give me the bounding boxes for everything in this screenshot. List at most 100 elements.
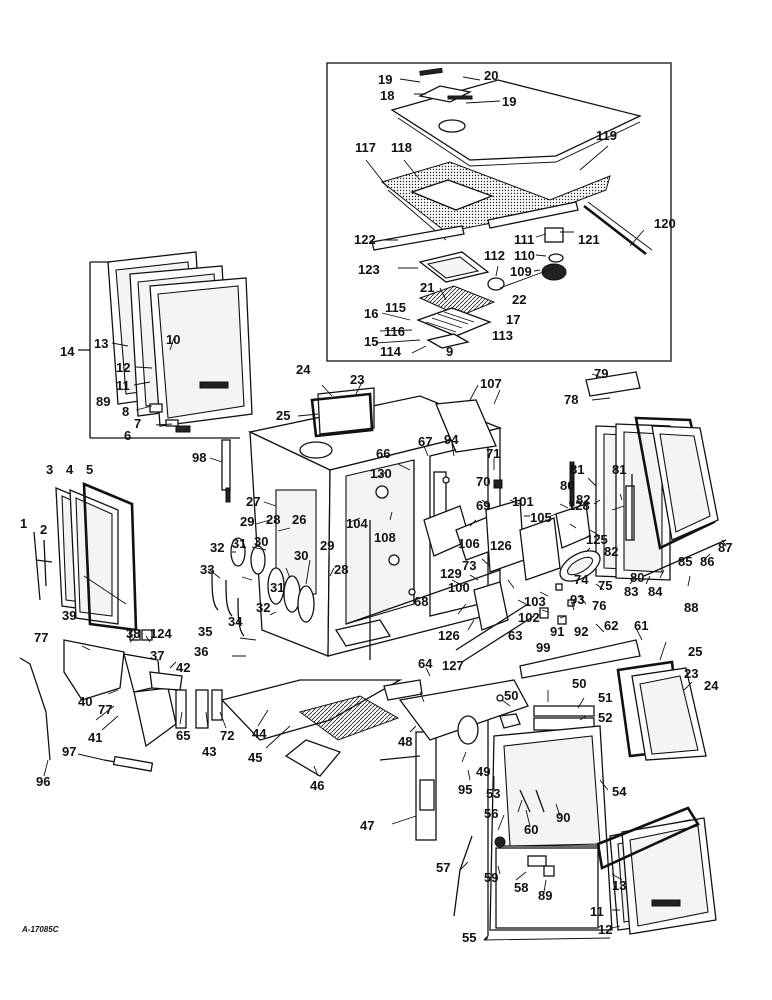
callout-25a: 25 bbox=[276, 408, 290, 423]
callout-13a: 13 bbox=[94, 336, 108, 351]
callout-50b: 50 bbox=[572, 676, 586, 691]
callout-54: 54 bbox=[612, 784, 627, 799]
callout-113: 113 bbox=[492, 328, 513, 343]
callout-44: 44 bbox=[252, 726, 267, 741]
callout-127: 127 bbox=[442, 658, 464, 673]
callout-50a: 50 bbox=[504, 688, 518, 703]
callout-82a: 82 bbox=[576, 492, 590, 507]
callout-46: 46 bbox=[310, 778, 324, 793]
callout-64: 64 bbox=[418, 656, 433, 671]
callout-88: 88 bbox=[684, 600, 698, 615]
callout-53: 53 bbox=[486, 786, 500, 801]
callout-105: 105 bbox=[530, 510, 552, 525]
callout-24b: 24 bbox=[704, 678, 719, 693]
callout-118: 118 bbox=[391, 140, 412, 155]
callout-103: 103 bbox=[524, 594, 546, 609]
callout-108: 108 bbox=[374, 530, 396, 545]
callout-112: 112 bbox=[484, 248, 505, 263]
callout-87: 87 bbox=[718, 540, 732, 555]
rear-window-assembly bbox=[78, 251, 253, 439]
callout-84: 84 bbox=[648, 584, 663, 599]
callout-56: 56 bbox=[484, 806, 498, 821]
callout-61: 61 bbox=[634, 618, 648, 633]
callout-65: 65 bbox=[176, 728, 190, 743]
callout-13b: 13 bbox=[612, 878, 626, 893]
callout-26: 26 bbox=[292, 512, 306, 527]
callout-43: 43 bbox=[202, 744, 216, 759]
callout-2: 2 bbox=[40, 522, 47, 537]
callout-60: 60 bbox=[524, 822, 538, 837]
callout-123: 123 bbox=[358, 262, 380, 277]
callout-12a: 12 bbox=[116, 360, 130, 375]
callout-97: 97 bbox=[62, 744, 76, 759]
callout-129: 129 bbox=[440, 566, 462, 581]
callout-95: 95 bbox=[458, 782, 472, 797]
callout-1: 1 bbox=[20, 516, 27, 531]
callout-17: 17 bbox=[506, 312, 520, 327]
callout-67: 67 bbox=[418, 434, 432, 449]
callout-31a: 31 bbox=[232, 536, 246, 551]
callout-9: 9 bbox=[446, 344, 453, 359]
callout-120: 120 bbox=[654, 216, 676, 231]
left-door-glass-group bbox=[33, 482, 138, 632]
callout-34: 34 bbox=[228, 614, 243, 629]
callout-122: 122 bbox=[354, 232, 376, 247]
callout-81b: 81 bbox=[612, 462, 626, 477]
callout-114: 114 bbox=[380, 344, 402, 359]
callout-23b: 23 bbox=[684, 666, 698, 681]
callout-81a: 81 bbox=[570, 462, 584, 477]
callout-22: 22 bbox=[512, 292, 526, 307]
callout-86: 86 bbox=[700, 554, 714, 569]
leader-lines bbox=[43, 76, 727, 941]
callout-79: 79 bbox=[594, 366, 608, 381]
callout-104: 104 bbox=[346, 516, 368, 531]
callout-49: 49 bbox=[476, 764, 490, 779]
callout-130: 130 bbox=[370, 466, 392, 481]
callout-74: 74 bbox=[574, 572, 589, 587]
callout-45: 45 bbox=[248, 750, 262, 765]
callout-31b: 31 bbox=[270, 580, 284, 595]
callout-76: 76 bbox=[592, 598, 606, 613]
callout-14: 14 bbox=[60, 344, 75, 359]
callout-82b: 82 bbox=[604, 544, 618, 559]
callout-98: 98 bbox=[192, 450, 206, 465]
callout-29b: 29 bbox=[320, 538, 334, 553]
callout-102: 102 bbox=[518, 610, 540, 625]
callout-47: 47 bbox=[360, 818, 374, 833]
right-rear-window-group bbox=[569, 371, 727, 581]
callout-77b: 77 bbox=[98, 702, 112, 717]
callout-51: 51 bbox=[598, 690, 612, 705]
callout-10: 10 bbox=[166, 332, 180, 347]
callout-71: 71 bbox=[486, 446, 500, 461]
callout-5: 5 bbox=[86, 462, 93, 477]
callout-121: 121 bbox=[578, 232, 600, 247]
callout-6: 6 bbox=[124, 428, 131, 443]
door-and-lower-panel bbox=[398, 639, 641, 941]
callout-83: 83 bbox=[624, 584, 638, 599]
callout-126b: 126 bbox=[438, 628, 460, 643]
callout-91: 91 bbox=[550, 624, 564, 639]
callout-125: 125 bbox=[586, 532, 608, 547]
top-trim-pieces bbox=[221, 387, 497, 503]
callout-107: 107 bbox=[480, 376, 502, 391]
callout-32b: 32 bbox=[256, 600, 270, 615]
callout-115: 115 bbox=[385, 300, 406, 315]
callout-94: 94 bbox=[444, 432, 459, 447]
callout-75: 75 bbox=[598, 578, 612, 593]
callout-89a: 89 bbox=[96, 394, 110, 409]
callout-106: 106 bbox=[458, 536, 480, 551]
callout-33: 33 bbox=[200, 562, 214, 577]
callout-92: 92 bbox=[574, 624, 588, 639]
callout-116: 116 bbox=[384, 324, 405, 339]
callout-25b: 25 bbox=[688, 644, 702, 659]
callout-52: 52 bbox=[598, 710, 612, 725]
callout-69: 69 bbox=[476, 498, 490, 513]
right-glass-stacks bbox=[596, 660, 717, 935]
callout-48: 48 bbox=[398, 734, 412, 749]
callout-77a: 77 bbox=[34, 630, 48, 645]
callout-100: 100 bbox=[448, 580, 470, 595]
callout-11b: 11 bbox=[590, 904, 604, 919]
callout-19b: 19 bbox=[502, 94, 516, 109]
callout-96: 96 bbox=[36, 774, 50, 789]
